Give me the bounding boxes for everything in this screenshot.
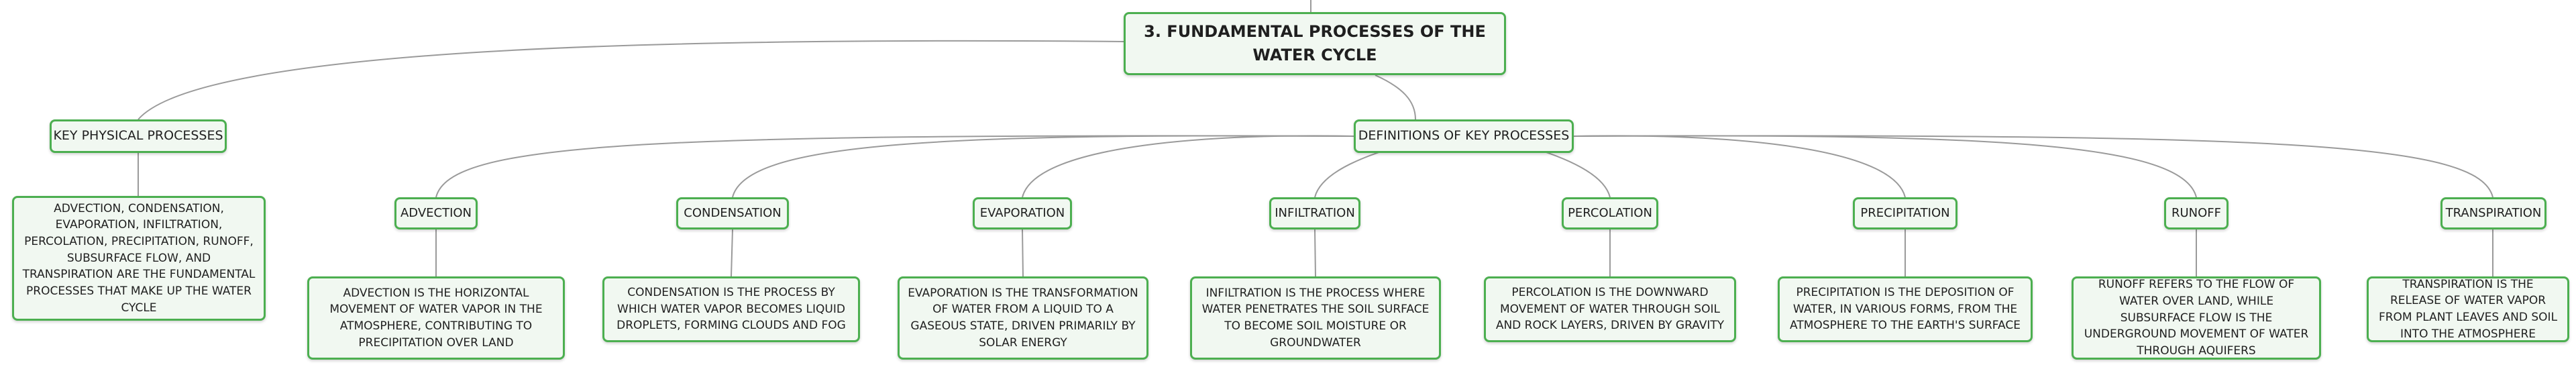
definition-text: RUNOFF REFERS TO THE FLOW OF WATER OVER … xyxy=(2084,278,2309,358)
definitions-node[interactable]: DEFINITIONS OF KEY PROCESSES xyxy=(1354,119,1574,153)
definition-text: ADVECTION IS THE HORIZONTAL MOVEMENT OF … xyxy=(329,286,543,350)
term-label: TRANSPIRATION xyxy=(2445,205,2542,220)
edge-definitions-term xyxy=(1573,135,2197,198)
definition-node-precipitation[interactable]: PRECIPITATION IS THE DEPOSITION OF WATER… xyxy=(1778,276,2033,342)
term-node-advection[interactable]: ADVECTION xyxy=(394,197,478,229)
term-node-percolation[interactable]: PERCOLATION xyxy=(1562,197,1658,229)
edge-definitions-term xyxy=(1022,135,1354,198)
term-node-infiltration[interactable]: INFILTRATION xyxy=(1269,197,1360,229)
definition-node-infiltration[interactable]: INFILTRATION IS THE PROCESS WHERE WATER … xyxy=(1190,276,1441,360)
term-label: PRECIPITATION xyxy=(1860,205,1950,220)
definition-text: CONDENSATION IS THE PROCESS BY WHICH WAT… xyxy=(616,286,846,333)
definition-node-evaporation[interactable]: EVAPORATION IS THE TRANSFORMATION OF WAT… xyxy=(898,276,1148,360)
definition-text: PERCOLATION IS THE DOWNWARD MOVEMENT OF … xyxy=(1495,286,1725,333)
term-label: CONDENSATION xyxy=(684,205,782,220)
definition-text: TRANSPIRATION IS THE RELEASE OF WATER VA… xyxy=(2378,277,2558,341)
edge-term-definition xyxy=(731,229,733,277)
edge-root-definitions xyxy=(1375,74,1416,120)
root-node-label: 3. FUNDAMENTAL PROCESSES OF THE WATER CY… xyxy=(1144,22,1486,64)
term-node-evaporation[interactable]: EVAPORATION xyxy=(973,197,1072,229)
term-node-precipitation[interactable]: PRECIPITATION xyxy=(1853,197,1957,229)
edge-term-definition xyxy=(1314,229,1316,277)
definition-text: PRECIPITATION IS THE DEPOSITION OF WATER… xyxy=(1790,286,2021,333)
term-node-condensation[interactable]: CONDENSATION xyxy=(676,197,789,229)
term-label: ADVECTION xyxy=(400,205,472,220)
term-label: PERCOLATION xyxy=(1568,205,1652,220)
edge-definitions-term xyxy=(435,135,1354,198)
key-processes-label: KEY PHYSICAL PROCESSES xyxy=(53,128,223,144)
key-processes-detail-node[interactable]: ADVECTION, CONDENSATION, EVAPORATION, IN… xyxy=(12,196,266,321)
definition-node-advection[interactable]: ADVECTION IS THE HORIZONTAL MOVEMENT OF … xyxy=(307,276,565,360)
root-node[interactable]: 3. FUNDAMENTAL PROCESSES OF THE WATER CY… xyxy=(1124,12,1506,75)
edge-definitions-term xyxy=(732,135,1354,198)
definition-node-runoff[interactable]: RUNOFF REFERS TO THE FLOW OF WATER OVER … xyxy=(2072,276,2321,360)
term-label: RUNOFF xyxy=(2171,205,2222,220)
definition-node-condensation[interactable]: CONDENSATION IS THE PROCESS BY WHICH WAT… xyxy=(602,276,860,342)
definition-text: INFILTRATION IS THE PROCESS WHERE WATER … xyxy=(1201,286,1430,350)
term-label: INFILTRATION xyxy=(1275,205,1355,220)
definitions-label: DEFINITIONS OF KEY PROCESSES xyxy=(1358,128,1570,144)
key-processes-detail-text: ADVECTION, CONDENSATION, EVAPORATION, IN… xyxy=(22,201,256,315)
edge-root-key-processes xyxy=(138,40,1124,120)
term-node-runoff[interactable]: RUNOFF xyxy=(2164,197,2229,229)
term-label: EVAPORATION xyxy=(979,205,1065,220)
key-processes-node[interactable]: KEY PHYSICAL PROCESSES xyxy=(50,119,227,153)
edge-term-definition xyxy=(1022,229,1024,277)
edge-definitions-term xyxy=(1573,135,1906,198)
definition-node-percolation[interactable]: PERCOLATION IS THE DOWNWARD MOVEMENT OF … xyxy=(1484,276,1736,342)
definition-node-transpiration[interactable]: TRANSPIRATION IS THE RELEASE OF WATER VA… xyxy=(2367,276,2569,342)
definition-text: EVAPORATION IS THE TRANSFORMATION OF WAT… xyxy=(908,286,1138,350)
term-node-transpiration[interactable]: TRANSPIRATION xyxy=(2440,197,2546,229)
edge-definitions-term xyxy=(1573,135,2493,198)
